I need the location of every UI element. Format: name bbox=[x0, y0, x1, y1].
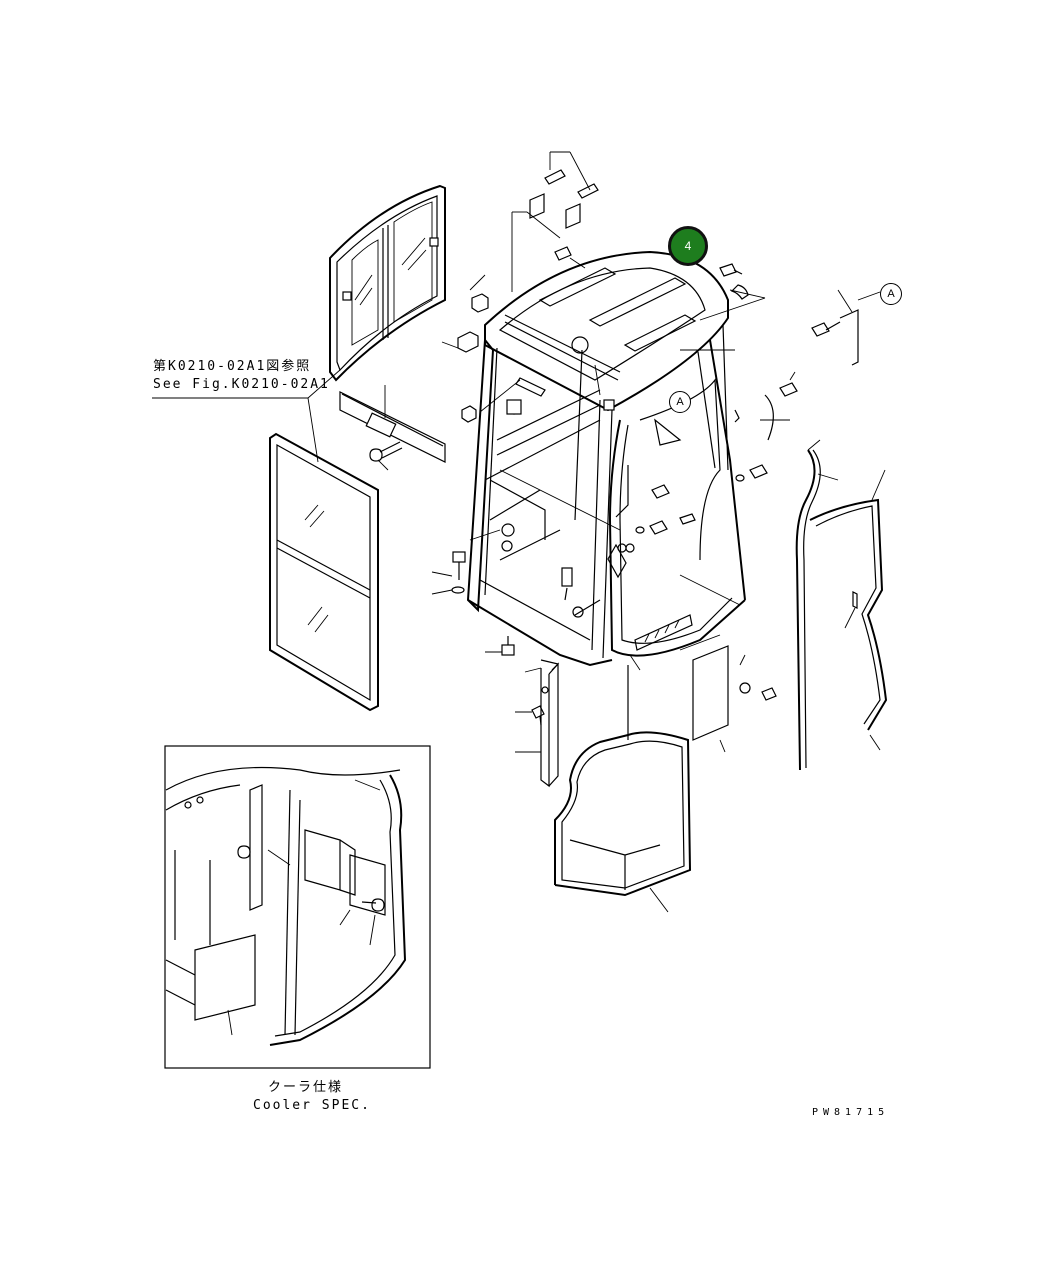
view-marker-label: A bbox=[887, 288, 895, 300]
reference-leader bbox=[152, 369, 341, 463]
view-marker-a-right: A bbox=[880, 283, 902, 305]
door-bracket bbox=[339, 385, 446, 471]
door-window-upper bbox=[329, 184, 446, 382]
callout-label: 4 bbox=[684, 239, 692, 253]
top-hardware bbox=[511, 151, 599, 292]
view-marker-label: A bbox=[676, 396, 684, 408]
lower-window-frame bbox=[269, 432, 379, 712]
inset-caption-japanese: クーラ仕様 bbox=[268, 1080, 344, 1095]
reference-note-english: See Fig.K0210-02A1 bbox=[153, 377, 330, 392]
figure-code: PW81715 bbox=[812, 1107, 890, 1118]
left-bolts bbox=[431, 551, 515, 656]
lower-parts bbox=[515, 634, 777, 913]
right-hardware bbox=[607, 263, 881, 579]
weather-strip bbox=[795, 439, 888, 771]
reference-note-japanese: 第K0210-02A1図参照 bbox=[153, 359, 312, 374]
cab-body bbox=[457, 250, 746, 667]
leader-lines bbox=[441, 274, 790, 671]
view-marker-a-cab: A bbox=[669, 391, 691, 413]
callout-4: 4 bbox=[668, 226, 708, 266]
inset-caption-english: Cooler SPEC. bbox=[253, 1098, 371, 1113]
inset-box bbox=[164, 745, 431, 1069]
